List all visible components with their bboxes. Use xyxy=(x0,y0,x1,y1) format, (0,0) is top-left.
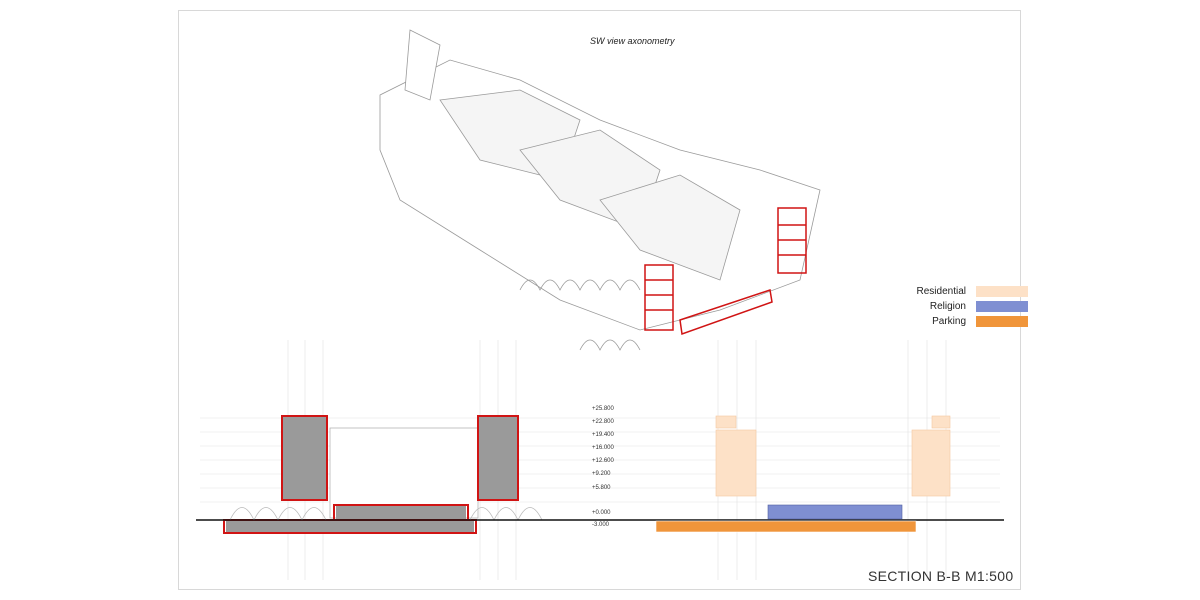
drawing-sheet xyxy=(178,10,1021,590)
level-label: +19.400 xyxy=(592,432,614,438)
legend-item-religion: Religion xyxy=(880,299,1028,314)
level-label: +22.800 xyxy=(592,419,614,425)
religion-swatch xyxy=(976,301,1028,312)
parking-swatch xyxy=(976,316,1028,327)
legend-item-residential: Residential xyxy=(880,284,1028,299)
level-label: +5.800 xyxy=(592,485,611,491)
level-label: +12.600 xyxy=(592,458,614,464)
legend-item-parking: Parking xyxy=(880,314,1028,329)
level-label: +16.000 xyxy=(592,445,614,451)
level-label: +9.200 xyxy=(592,471,611,477)
axonometry-cut-highlight xyxy=(644,207,807,336)
section-left xyxy=(223,415,543,534)
section-right xyxy=(655,415,951,533)
section-title: SECTION B-B M1:500 xyxy=(868,568,1014,584)
level-label: +25.800 xyxy=(592,406,614,412)
legend: Residential Religion Parking xyxy=(880,284,1028,329)
axonometry-drawing xyxy=(379,29,821,351)
residential-swatch xyxy=(976,286,1028,297)
level-label: -3.000 xyxy=(592,522,610,528)
level-label: +0.000 xyxy=(592,510,611,516)
axonometry-title: SW view axonometry xyxy=(590,36,675,46)
